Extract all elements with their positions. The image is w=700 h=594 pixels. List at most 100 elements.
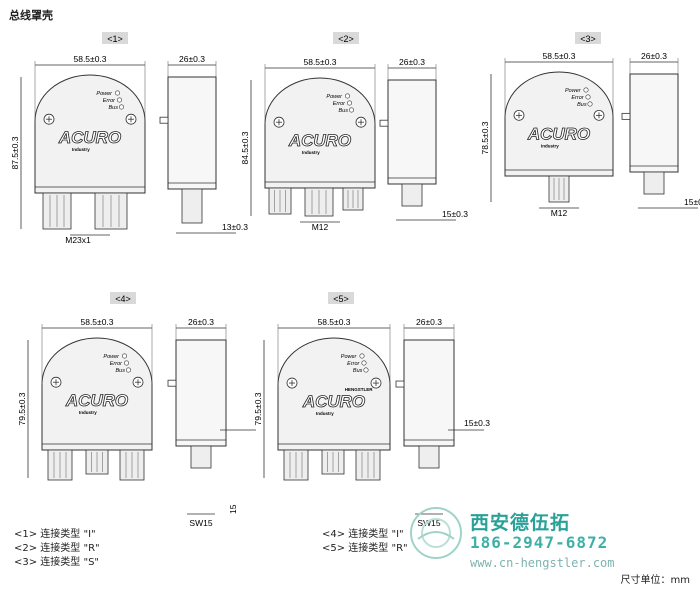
dim-width: 58.5±0.3 bbox=[317, 317, 350, 327]
encoder-variant-5: <5>PowerErrorBusACUROIndustryHENGSTLER58… bbox=[253, 292, 490, 528]
led-label: Power bbox=[341, 354, 358, 360]
variant-tag: <4> bbox=[115, 294, 131, 304]
variant-tag-box bbox=[110, 292, 136, 304]
side-connector bbox=[643, 171, 665, 195]
wrench-label: SW15 bbox=[189, 518, 212, 528]
led-icon bbox=[363, 367, 369, 373]
dim-depth: 26±0.3 bbox=[641, 51, 667, 61]
led-icon bbox=[583, 87, 589, 93]
brand-sub: Industry bbox=[302, 150, 320, 155]
dim-height: 79.5±0.3 bbox=[17, 392, 27, 425]
housing-side bbox=[167, 76, 217, 190]
legend-item-1: <1> 连接类型 "I" bbox=[14, 529, 96, 540]
led-label: Error bbox=[110, 361, 123, 367]
led-icon bbox=[346, 100, 352, 106]
dim-shaft: 13±0.3 bbox=[222, 222, 248, 232]
dim-width: 58.5±0.3 bbox=[542, 51, 575, 61]
side-connector bbox=[181, 188, 203, 224]
dim-shaft: 15 bbox=[228, 504, 238, 514]
brand-sub: Industry bbox=[79, 410, 97, 415]
brand-logo: ACURO bbox=[288, 131, 351, 150]
dim-shaft: 15±0.3 bbox=[442, 209, 468, 219]
led-icon bbox=[115, 90, 121, 96]
encoder-variant-1: <1>PowerErrorBusACUROIndustry58.5±0.387.… bbox=[10, 32, 248, 245]
dim-depth: 26±0.3 bbox=[188, 317, 214, 327]
housing-side bbox=[387, 79, 437, 185]
side-connector bbox=[401, 183, 423, 207]
housing-side bbox=[403, 339, 455, 447]
legend-item-2: <2> 连接类型 "R" bbox=[14, 543, 100, 554]
brand-sub: Industry bbox=[316, 411, 334, 416]
led-icon bbox=[117, 97, 123, 103]
led-label: Power bbox=[103, 354, 120, 360]
page-title: 总线罩壳 bbox=[9, 9, 53, 22]
led-label: Bus bbox=[577, 102, 587, 108]
led-label: Power bbox=[565, 88, 582, 94]
led-icon bbox=[126, 367, 132, 373]
led-label: Bus bbox=[116, 368, 126, 374]
dim-width: 58.5±0.3 bbox=[73, 54, 106, 64]
dim-shaft: 15±0.3 bbox=[684, 197, 700, 207]
unit-note: 尺寸单位：mm bbox=[620, 575, 690, 586]
shaft bbox=[621, 112, 631, 120]
led-label: Error bbox=[347, 361, 360, 367]
legend-item-4: <4> 连接类型 "I" bbox=[322, 529, 404, 540]
housing-side bbox=[175, 339, 227, 447]
dim-height: 87.5±0.3 bbox=[10, 136, 20, 169]
led-label: Error bbox=[103, 98, 116, 104]
led-icon bbox=[359, 353, 365, 359]
housing-side bbox=[629, 73, 679, 173]
led-icon bbox=[361, 360, 367, 366]
variant-tag-box bbox=[102, 32, 128, 44]
side-connector bbox=[190, 445, 212, 469]
variant-tag: <3> bbox=[580, 34, 596, 44]
shaft bbox=[379, 119, 389, 127]
brand-logo: ACURO bbox=[302, 392, 365, 411]
brand-sub: Industry bbox=[541, 143, 559, 148]
watermark-logo-icon bbox=[410, 507, 462, 559]
dim-depth: 26±0.3 bbox=[399, 57, 425, 67]
brand-logo: ACURO bbox=[527, 124, 590, 143]
dim-shaft: 15±0.3 bbox=[464, 418, 490, 428]
brand-logo: ACURO bbox=[58, 128, 121, 147]
brand-logo: ACURO bbox=[65, 391, 128, 410]
housing-front bbox=[277, 337, 391, 451]
led-icon bbox=[119, 104, 125, 110]
dim-depth: 26±0.3 bbox=[416, 317, 442, 327]
led-icon bbox=[344, 93, 350, 99]
encoder-variant-3: <3>PowerErrorBusACUROIndustry58.5±0.378.… bbox=[480, 32, 700, 218]
thread-label: M12 bbox=[551, 208, 568, 218]
encoder-drawings: <1>PowerErrorBusACUROIndustry58.5±0.387.… bbox=[10, 32, 700, 528]
housing-front bbox=[34, 74, 146, 194]
dim-height: 78.5±0.3 bbox=[480, 121, 490, 154]
led-label: Error bbox=[333, 101, 346, 107]
led-label: Bus bbox=[109, 105, 119, 111]
led-icon bbox=[348, 107, 354, 113]
led-label: Bus bbox=[339, 108, 349, 114]
variant-tag: <1> bbox=[107, 34, 123, 44]
housing-front bbox=[264, 77, 376, 189]
watermark-phone: 186-2947-6872 bbox=[470, 533, 609, 552]
led-icon bbox=[124, 360, 130, 366]
variant-tag-box bbox=[328, 292, 354, 304]
wrench-label: SW15 bbox=[417, 518, 440, 528]
led-icon bbox=[587, 101, 593, 107]
variant-tag: <2> bbox=[338, 34, 354, 44]
thread-label: M23x1 bbox=[65, 235, 91, 245]
dim-width: 58.5±0.3 bbox=[80, 317, 113, 327]
side-connector bbox=[418, 445, 440, 469]
shaft bbox=[159, 116, 169, 124]
maker-label: HENGSTLER bbox=[345, 387, 374, 392]
led-label: Power bbox=[326, 94, 343, 100]
brand-sub: Industry bbox=[72, 147, 90, 152]
dim-height: 84.5±0.3 bbox=[240, 131, 250, 164]
dim-depth: 26±0.3 bbox=[179, 54, 205, 64]
led-label: Bus bbox=[353, 368, 363, 374]
variant-tag-box bbox=[333, 32, 359, 44]
led-icon bbox=[585, 94, 591, 100]
legend-item-3: <3> 连接类型 "S" bbox=[14, 557, 100, 568]
watermark-company: 西安德伍拓 bbox=[470, 512, 571, 534]
dim-width: 58.5±0.3 bbox=[303, 57, 336, 67]
dim-height: 79.5±0.3 bbox=[253, 392, 263, 425]
